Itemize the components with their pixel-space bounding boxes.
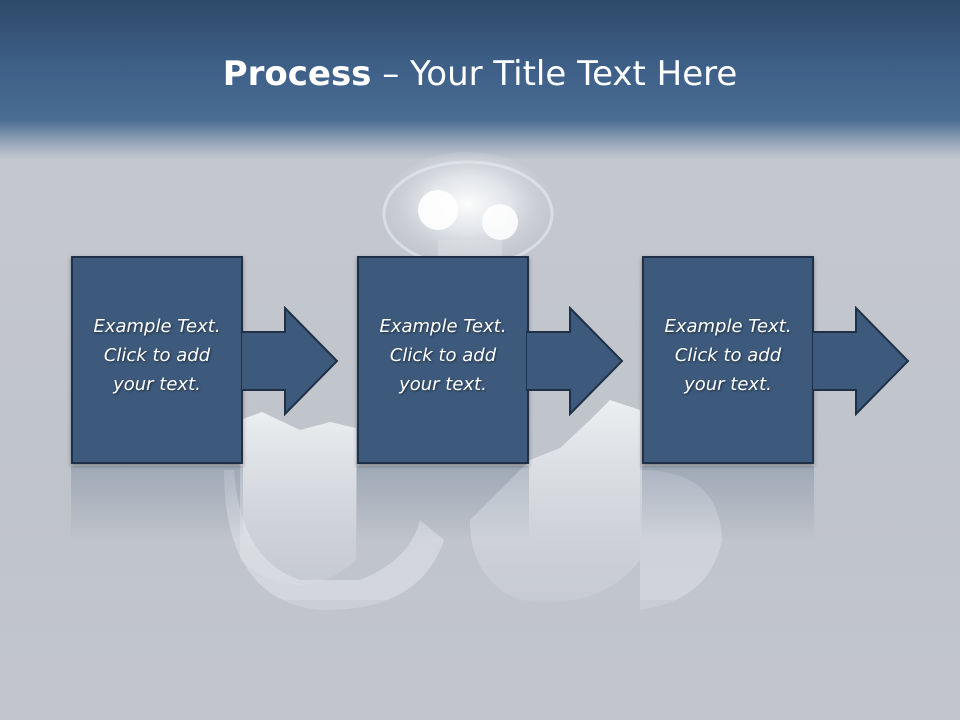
step-text-1[interactable]: Example Text. Click to add your text. [73, 312, 241, 399]
process-step-box-2[interactable]: Example Text. Click to add your text. [357, 256, 529, 464]
step-reflection-3 [642, 466, 814, 540]
process-step-box-1[interactable]: Example Text. Click to add your text. [71, 256, 243, 464]
process-arrow-icon-1 [241, 306, 339, 416]
step-text-3[interactable]: Example Text. Click to add your text. [644, 312, 812, 399]
step-text-line: Click to add [674, 345, 782, 366]
title-bold-part: Process [222, 54, 372, 94]
process-arrow-icon-3 [812, 306, 910, 416]
step-text-line: your text. [113, 374, 201, 395]
step-text-line: your text. [399, 374, 487, 395]
process-arrow-icon-2 [526, 306, 624, 416]
step-text-line: your text. [684, 374, 772, 395]
step-text-line: Example Text. [93, 316, 221, 337]
step-text-line: Click to add [103, 345, 211, 366]
title-band [0, 0, 960, 160]
step-text-2[interactable]: Example Text. Click to add your text. [359, 312, 527, 399]
title-regular-part: – Your Title Text Here [371, 54, 738, 94]
step-reflection-1 [71, 466, 243, 540]
step-text-line: Click to add [389, 345, 497, 366]
process-step-box-3[interactable]: Example Text. Click to add your text. [642, 256, 814, 464]
step-text-line: Example Text. [664, 316, 792, 337]
step-text-line: Example Text. [379, 316, 507, 337]
slide-title[interactable]: Process – Your Title Text Here [0, 52, 960, 96]
step-reflection-2 [357, 466, 529, 540]
